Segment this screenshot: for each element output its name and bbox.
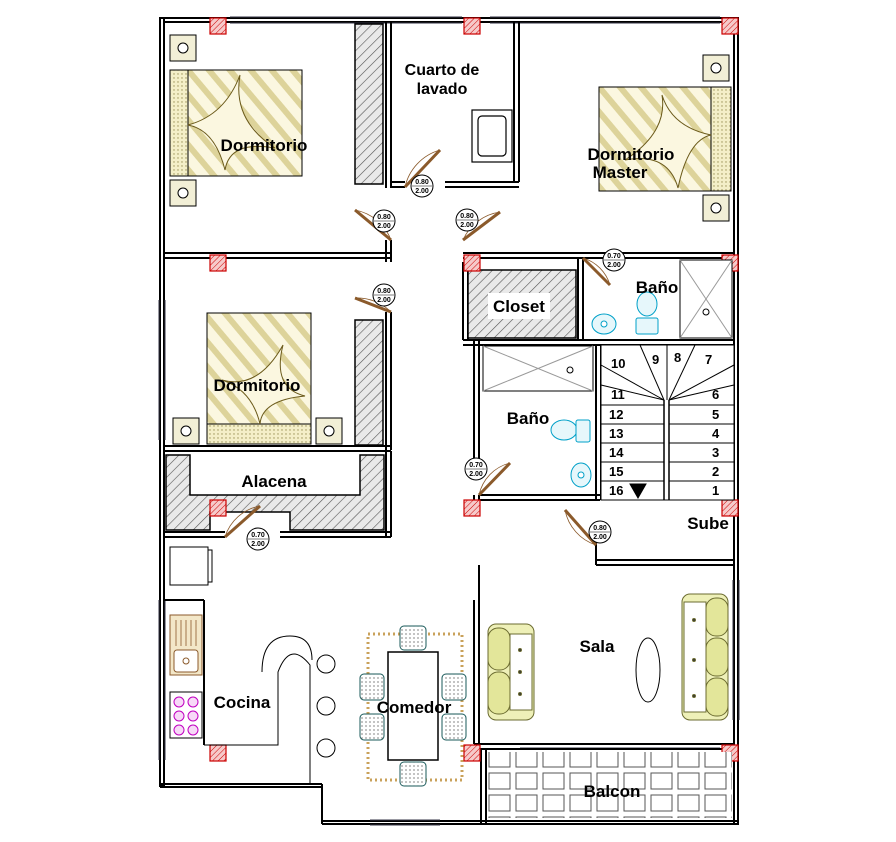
door-tag-dorm1: 0.80 2.00: [372, 209, 396, 233]
label-cuarto-lavado-line2: lavado: [417, 81, 468, 98]
sofa-left: [487, 623, 535, 721]
door-tag-alacena-height: 2.00: [251, 541, 265, 548]
label-cuarto-lavado-line1: Cuarto de: [405, 62, 480, 79]
door-tag-master-width: 0.80: [460, 213, 474, 220]
door-tag-dorm2: 0.80 2.00: [372, 283, 396, 307]
door-tag-master-height: 2.00: [460, 222, 474, 229]
step-6: 6: [712, 387, 719, 402]
step-4: 4: [712, 426, 720, 441]
door-tag-lavado-width: 0.80: [415, 179, 429, 186]
door-tag-master: 0.80 2.00: [455, 208, 479, 232]
step-7: 7: [705, 352, 712, 367]
step-2: 2: [712, 464, 719, 479]
label-dormitorio-2: Dormitorio: [214, 376, 301, 395]
door-tag-dorm1-height: 2.00: [377, 223, 391, 230]
door-tag-dorm1-width: 0.80: [377, 214, 391, 221]
label-alacena: Alacena: [241, 472, 307, 491]
step-12: 12: [609, 407, 623, 422]
step-5: 5: [712, 407, 719, 422]
label-cocina: Cocina: [214, 693, 271, 712]
step-9: 9: [652, 352, 659, 367]
columns: [209, 17, 739, 762]
door-tag-bano1: 0.70 2.00: [602, 248, 626, 272]
step-16: 16: [609, 483, 623, 498]
bathroom-2-fixtures: [482, 345, 594, 488]
label-dormitorio-master-line2: Master: [593, 163, 648, 182]
door-tag-bano1-width: 0.70: [607, 253, 621, 260]
kitchen-fixtures: [169, 546, 336, 784]
balcony-tiles: [488, 752, 732, 818]
door-tag-lavado: 0.80 2.00: [410, 174, 434, 198]
sofa-right: [681, 593, 729, 721]
door-tag-lavado-height: 2.00: [415, 188, 429, 195]
label-bano-2: Baño: [507, 409, 550, 428]
doors: [224, 148, 612, 546]
step-15: 15: [609, 464, 623, 479]
coffee-table: [635, 637, 661, 703]
room-labels: Dormitorio Cuarto de lavado Dormitorio M…: [214, 62, 729, 801]
step-11: 11: [611, 387, 625, 402]
label-sala: Sala: [580, 637, 616, 656]
step-8: 8: [674, 350, 681, 365]
wardrobes: [165, 23, 577, 531]
step-1: 1: [712, 483, 719, 498]
staircase: [600, 344, 735, 501]
label-comedor: Comedor: [377, 698, 452, 717]
label-sube: Sube: [687, 514, 729, 533]
door-tag-alacena: 0.70 2.00: [246, 527, 270, 551]
door-tag-entrada-height: 2.00: [593, 534, 607, 541]
door-tag-alacena-width: 0.70: [251, 532, 265, 539]
step-3: 3: [712, 445, 719, 460]
step-10: 10: [611, 356, 625, 371]
bed-dormitorio-2: [172, 312, 343, 445]
door-tag-bano2: 0.70 2.00: [464, 457, 488, 481]
door-tag-dorm2-height: 2.00: [377, 297, 391, 304]
label-bano-1: Baño: [636, 278, 679, 297]
label-dormitorio-master-line1: Dormitorio: [588, 145, 675, 164]
door-tag-entrada: 0.80 2.00: [588, 520, 612, 544]
door-tag-bano2-width: 0.70: [469, 462, 483, 469]
bed-dormitorio-master: [598, 54, 732, 222]
door-tag-dorm2-width: 0.80: [377, 288, 391, 295]
bed-dormitorio-1: [169, 34, 303, 207]
laundry-sink: [471, 109, 513, 163]
dining-set: [359, 625, 467, 787]
door-tag-entrada-width: 0.80: [593, 525, 607, 532]
label-balcon: Balcon: [584, 782, 641, 801]
bathroom-1-fixtures: [591, 259, 733, 339]
stair-step-labels: 1 2 3 4 5 6 7 8 9 10 11 12 13 14 15 16: [609, 350, 720, 498]
label-closet: Closet: [493, 297, 545, 316]
step-13: 13: [609, 426, 623, 441]
door-tag-bano2-height: 2.00: [469, 471, 483, 478]
door-tag-bano1-height: 2.00: [607, 262, 621, 269]
label-dormitorio-1: Dormitorio: [221, 136, 308, 155]
step-14: 14: [609, 445, 624, 460]
interior-walls: [164, 22, 734, 824]
